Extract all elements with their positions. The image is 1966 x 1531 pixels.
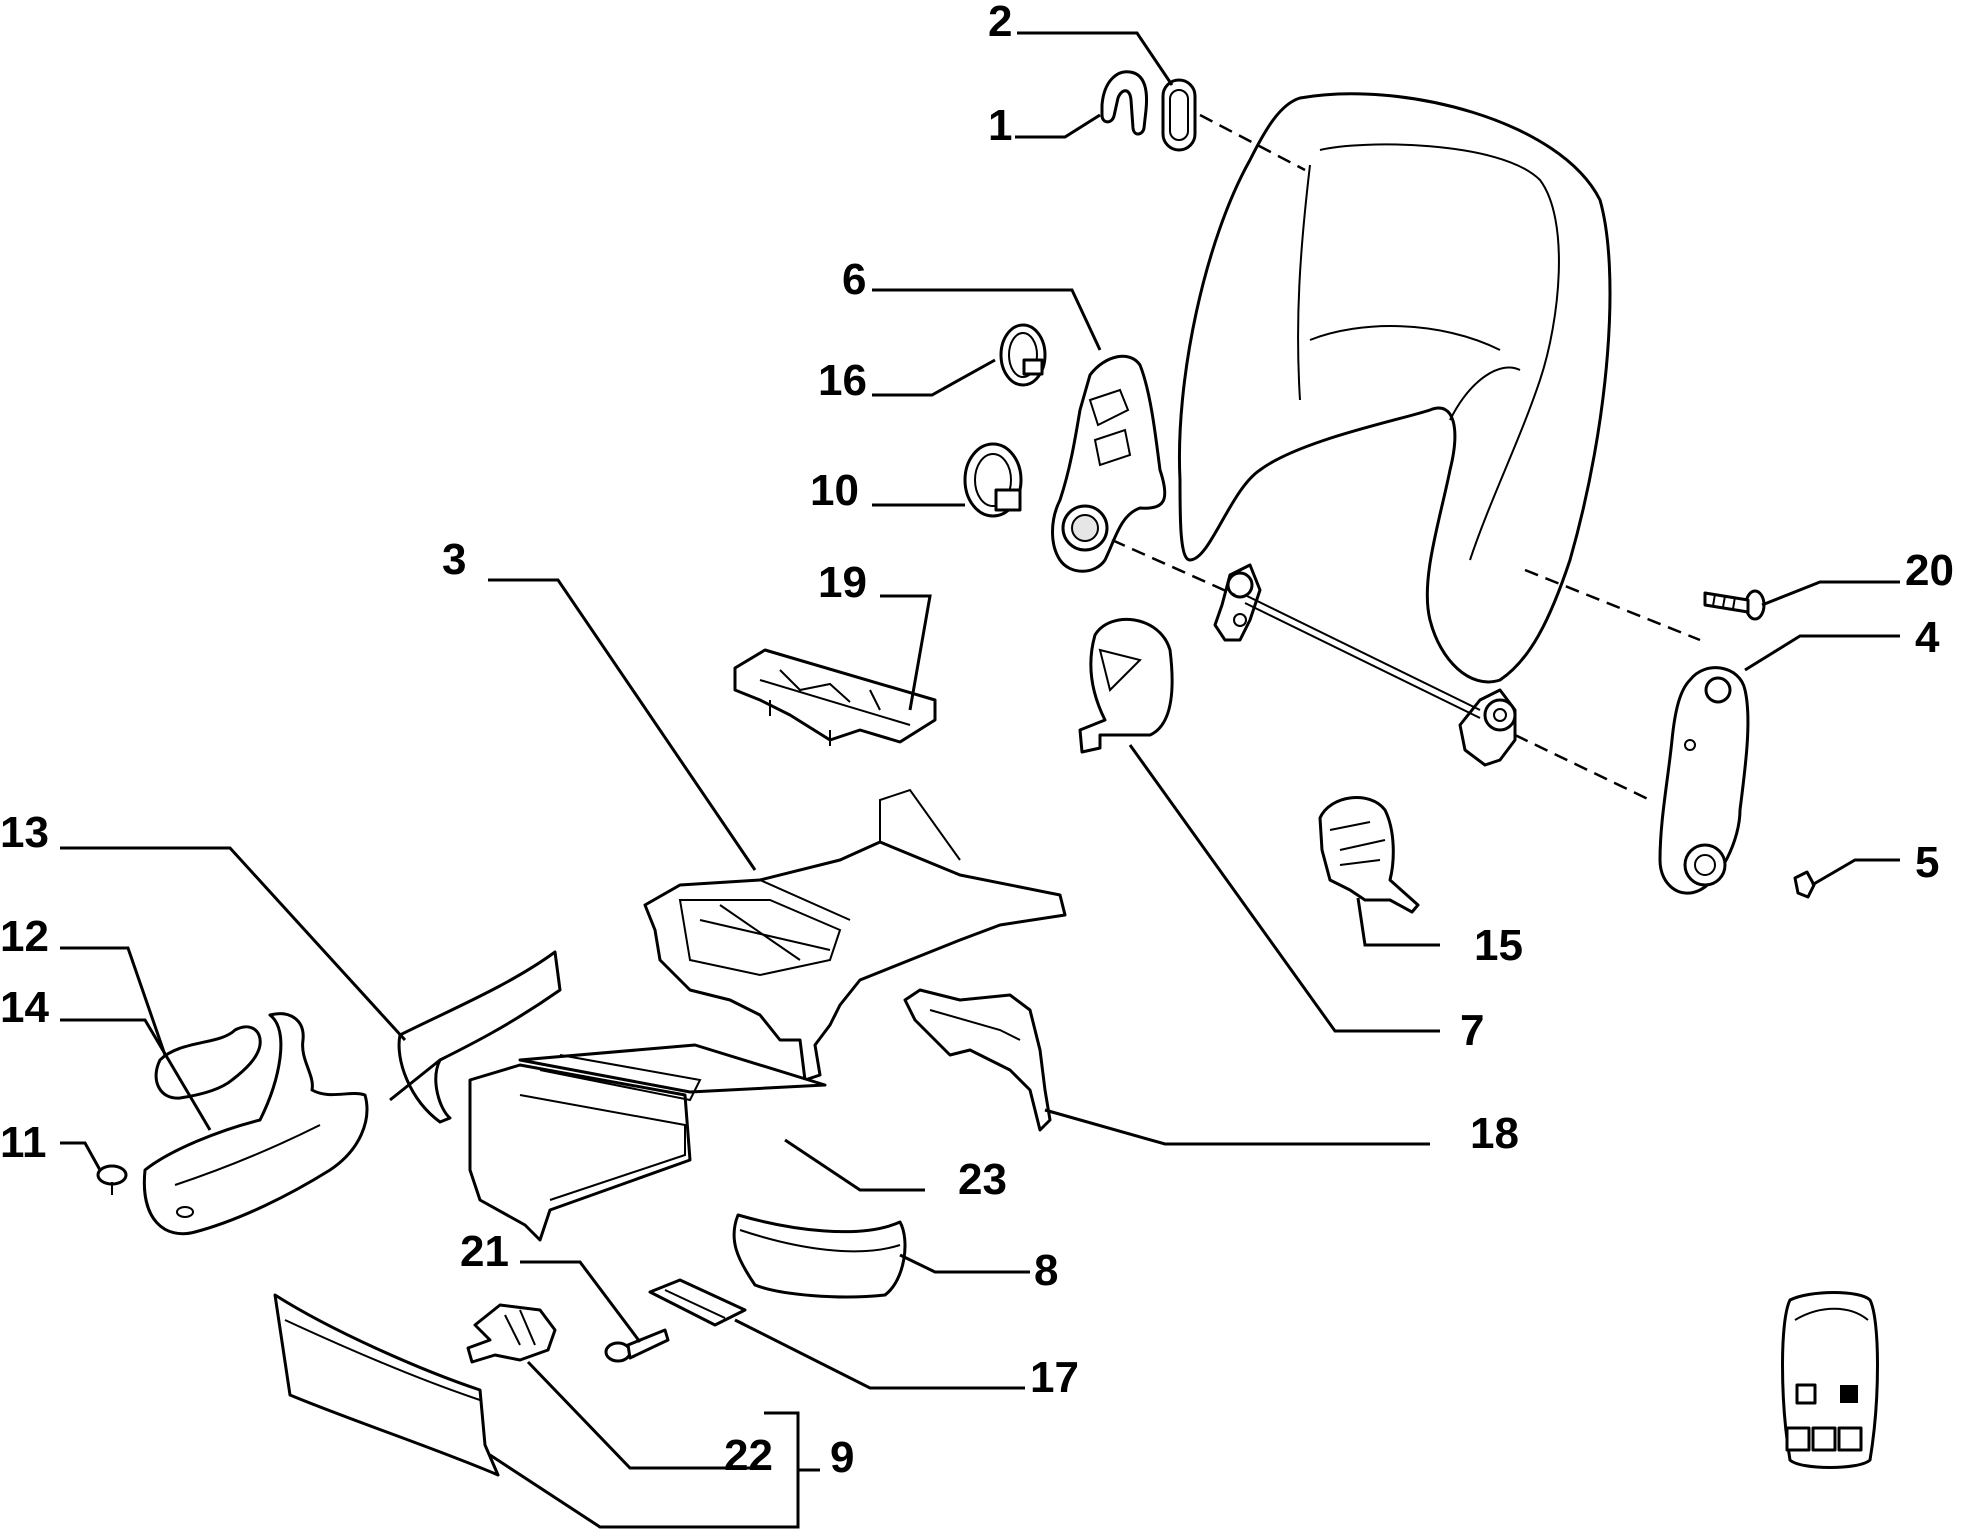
part-23-tray [468,1043,827,1242]
callout-6: 6 [842,255,866,304]
callout-1: 1 [988,101,1012,150]
part-18-bracket [903,988,1052,1132]
callout-14: 14 [0,983,49,1032]
callout-8: 8 [1034,1246,1058,1295]
part-11-pin [96,1164,128,1195]
callout-18: 18 [1470,1109,1519,1158]
callout-11: 11 [0,1118,47,1167]
part-1-guide [1100,70,1149,136]
part-14-side-shield [142,1012,369,1236]
part-5-clip [1793,870,1816,899]
callout-10: 10 [810,466,859,515]
thumbnail-selected-marker [1840,1385,1858,1403]
part-19-bracket [733,648,937,746]
callout-5: 5 [1915,838,1939,887]
part-22-clip [466,1303,557,1364]
part-21-screw [604,1328,670,1363]
callout-3: 3 [442,535,466,584]
callout-16: 16 [818,356,867,405]
callout-22: 22 [724,1431,773,1480]
callout-21: 21 [460,1227,509,1276]
callout-9: 9 [830,1433,854,1482]
part-6-side-trim [1051,354,1167,573]
callout-20: 20 [1905,546,1954,595]
part-20-screw [1703,589,1766,621]
leader-lines [60,31,1900,1529]
vehicle-seat-thumbnail [1781,1291,1879,1469]
callout-23: 23 [958,1155,1007,1204]
part-7-cover [1078,618,1174,754]
callout-12: 12 [0,912,49,961]
callout-labels: 1 2 3 4 5 6 7 8 9 10 11 12 13 14 15 16 1… [0,0,1954,1482]
part-9-lower-panel [273,1293,500,1477]
callout-2: 2 [988,0,1012,46]
part-3-seat-frame [643,788,1067,1082]
part-16-knob [999,323,1047,387]
part-8-front-trim [732,1213,907,1299]
part-4-side-cover [1658,666,1750,895]
callout-4: 4 [1915,613,1940,662]
part-15-cover [1318,796,1420,914]
callout-17: 17 [1030,1353,1079,1402]
part-13-trim [397,950,562,1124]
callout-7: 7 [1460,1006,1484,1055]
seat-backrest [1177,92,1612,767]
callout-13: 13 [0,808,49,857]
callout-19: 19 [818,558,867,607]
part-10-knob [963,442,1023,518]
callout-15: 15 [1474,921,1523,970]
assembly-dash-lines [1111,113,1701,802]
part-2-guide-ring [1161,78,1197,152]
part-17-pad [648,1278,747,1327]
